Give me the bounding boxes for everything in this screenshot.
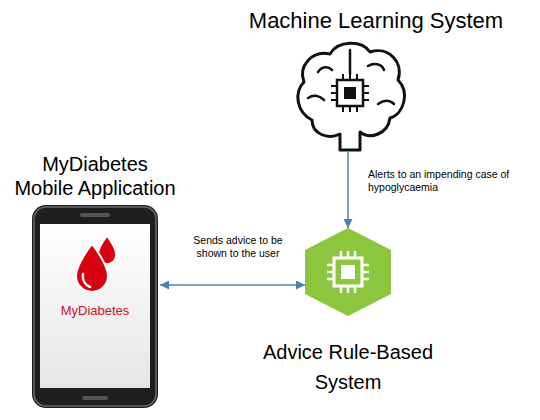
brain-fold [318, 67, 332, 72]
edge-label: Alerts to an impending case of hypoglyca… [368, 168, 518, 194]
chip-pins [327, 251, 369, 293]
chip-core [341, 265, 355, 279]
chip-pins [331, 74, 369, 112]
brain-outline [298, 43, 405, 150]
ml-system-node: Machine Learning System [295, 42, 405, 152]
hexagon-shape [305, 228, 391, 316]
app-screen-title: MyDiabetes [30, 303, 160, 319]
node-heading: MyDiabetes Mobile Application [12, 152, 178, 200]
phone-speaker [80, 213, 110, 217]
hexagon-outline [305, 228, 391, 316]
chip-core [344, 87, 356, 99]
rule-system-node: Advice Rule-Based System [305, 228, 391, 316]
chip-body [334, 258, 362, 286]
node-heading: Advice Rule-Based System [228, 337, 468, 397]
logo-highlight [83, 274, 90, 287]
brain-icon [298, 43, 405, 150]
brain-fold [308, 96, 324, 100]
mobile-app-node: MyDiabetes Mobile ApplicationMyDiabetes [30, 205, 160, 410]
brain-fold [368, 64, 384, 70]
phone-button [82, 396, 108, 400]
edge-label: Sends advice to be shown to the user [186, 234, 290, 260]
chip-body [337, 80, 363, 106]
app-logo-drop [76, 244, 108, 292]
connector-arrow [347, 152, 349, 228]
brain-fold [349, 50, 352, 74]
node-heading: Machine Learning System [226, 8, 526, 34]
connector-arrow [160, 284, 305, 286]
brain-fold [378, 101, 394, 104]
